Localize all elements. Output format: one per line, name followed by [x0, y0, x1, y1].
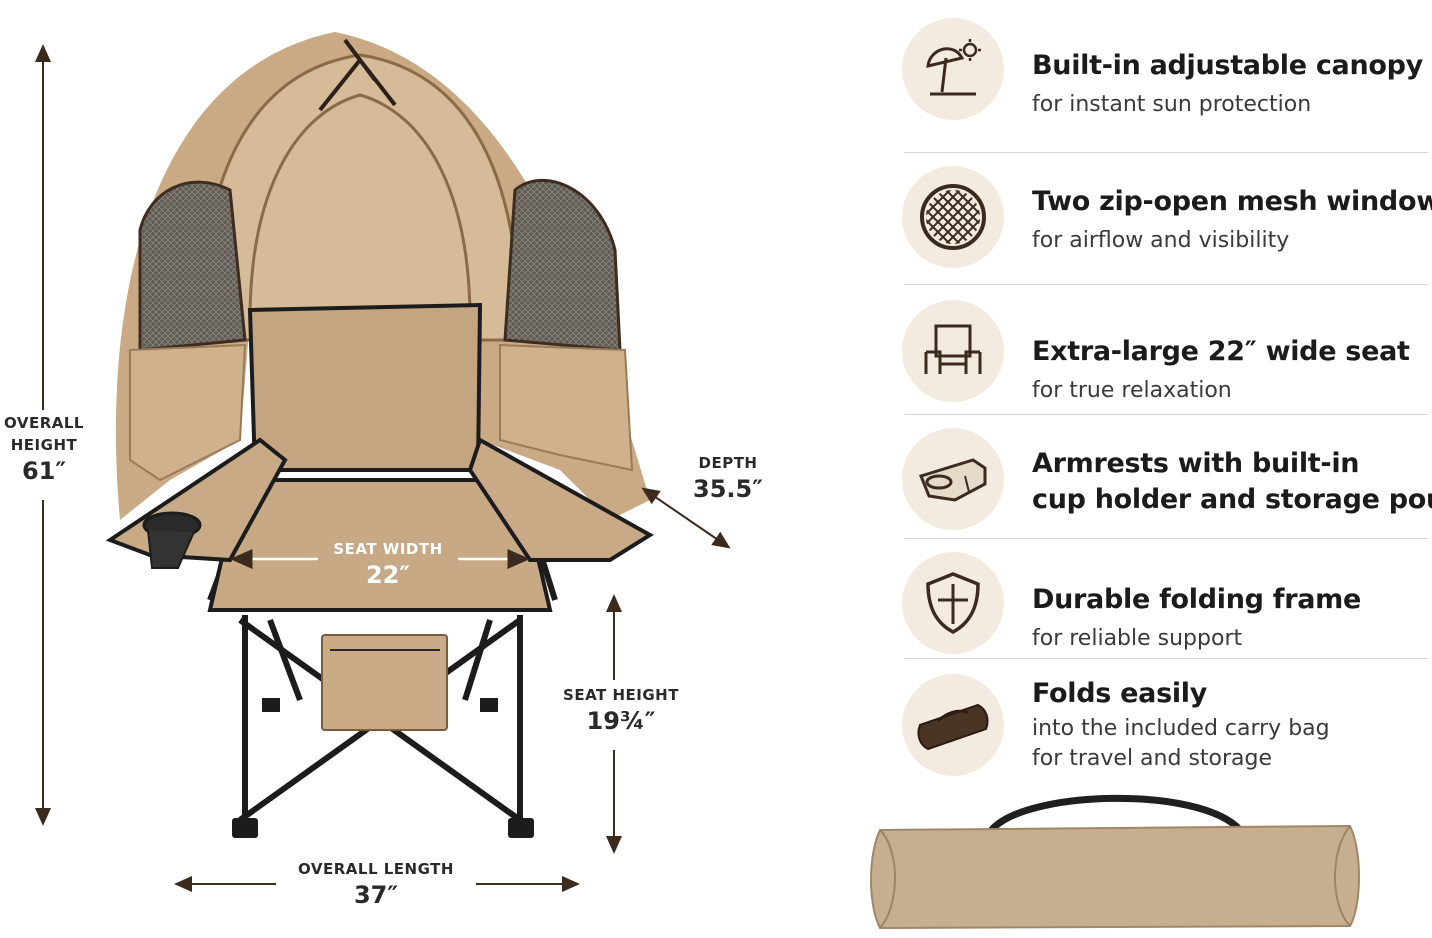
feature-title-line-2: cup holder and storage pouch: [1032, 484, 1432, 515]
feature-title: Durable folding frame: [1032, 584, 1361, 615]
overall-height-value: 61″: [21, 457, 67, 485]
overall-length-caption: OVERALL LENGTH: [298, 860, 454, 878]
seat-width-value: 22″: [365, 561, 411, 589]
depth-caption: DEPTH: [698, 454, 758, 472]
feature-title: Built-in adjustable canopy: [1032, 50, 1423, 81]
shield-frame-icon: [902, 552, 1004, 654]
mesh-window-icon: [902, 166, 1004, 268]
seat-width-label: SEAT WIDTH 22″: [318, 538, 458, 590]
seat-width-caption: SEAT WIDTH: [333, 540, 443, 558]
divider: [904, 284, 1428, 285]
feature-title: Two zip-open mesh windows: [1032, 186, 1432, 217]
overall-height-label: OVERALL HEIGHT 61″: [0, 412, 88, 486]
chair-backrest: [247, 302, 483, 472]
divider: [904, 414, 1428, 415]
feature-sub-line-1: into the included carry bag: [1032, 716, 1330, 741]
cup-holder-icon: [902, 428, 1004, 530]
depth-arrow: [641, 487, 731, 549]
right-armrest: [467, 437, 654, 562]
overall-length-label: OVERALL LENGTH 37″: [274, 858, 478, 910]
canopy-sun-icon: [902, 18, 1004, 120]
feature-title: Extra-large 22″ wide seat: [1032, 336, 1410, 367]
overall-height-caption-2: HEIGHT: [10, 436, 78, 454]
overall-height-caption-1: OVERALL: [4, 414, 84, 432]
feature-title: Folds easily: [1032, 678, 1208, 709]
carry-bag: [870, 794, 1360, 930]
storage-pouch: [321, 634, 448, 731]
feature-sub: for instant sun protection: [1032, 92, 1312, 117]
feature-sub: for reliable support: [1032, 626, 1243, 651]
feature-title-line-1: Armrests with built-in: [1032, 448, 1360, 479]
seat-height-label: SEAT HEIGHT 19¾″: [556, 684, 686, 736]
feature-sub: for airflow and visibility: [1032, 228, 1290, 253]
seat-height-caption: SEAT HEIGHT: [563, 686, 679, 704]
divider: [904, 658, 1428, 659]
chair-seat-icon: [902, 300, 1004, 402]
overall-length-value: 37″: [353, 881, 399, 909]
depth-value: 35.5″: [693, 475, 763, 503]
depth-label: DEPTH 35.5″: [680, 452, 776, 504]
feature-sub-line-2: for travel and storage: [1032, 746, 1273, 771]
canopy: [115, 32, 651, 520]
carry-bag-icon: [902, 674, 1004, 776]
divider: [904, 538, 1428, 539]
feature-sub: for true relaxation: [1032, 378, 1232, 403]
seat-height-value: 19¾″: [586, 707, 656, 735]
divider: [904, 152, 1428, 153]
